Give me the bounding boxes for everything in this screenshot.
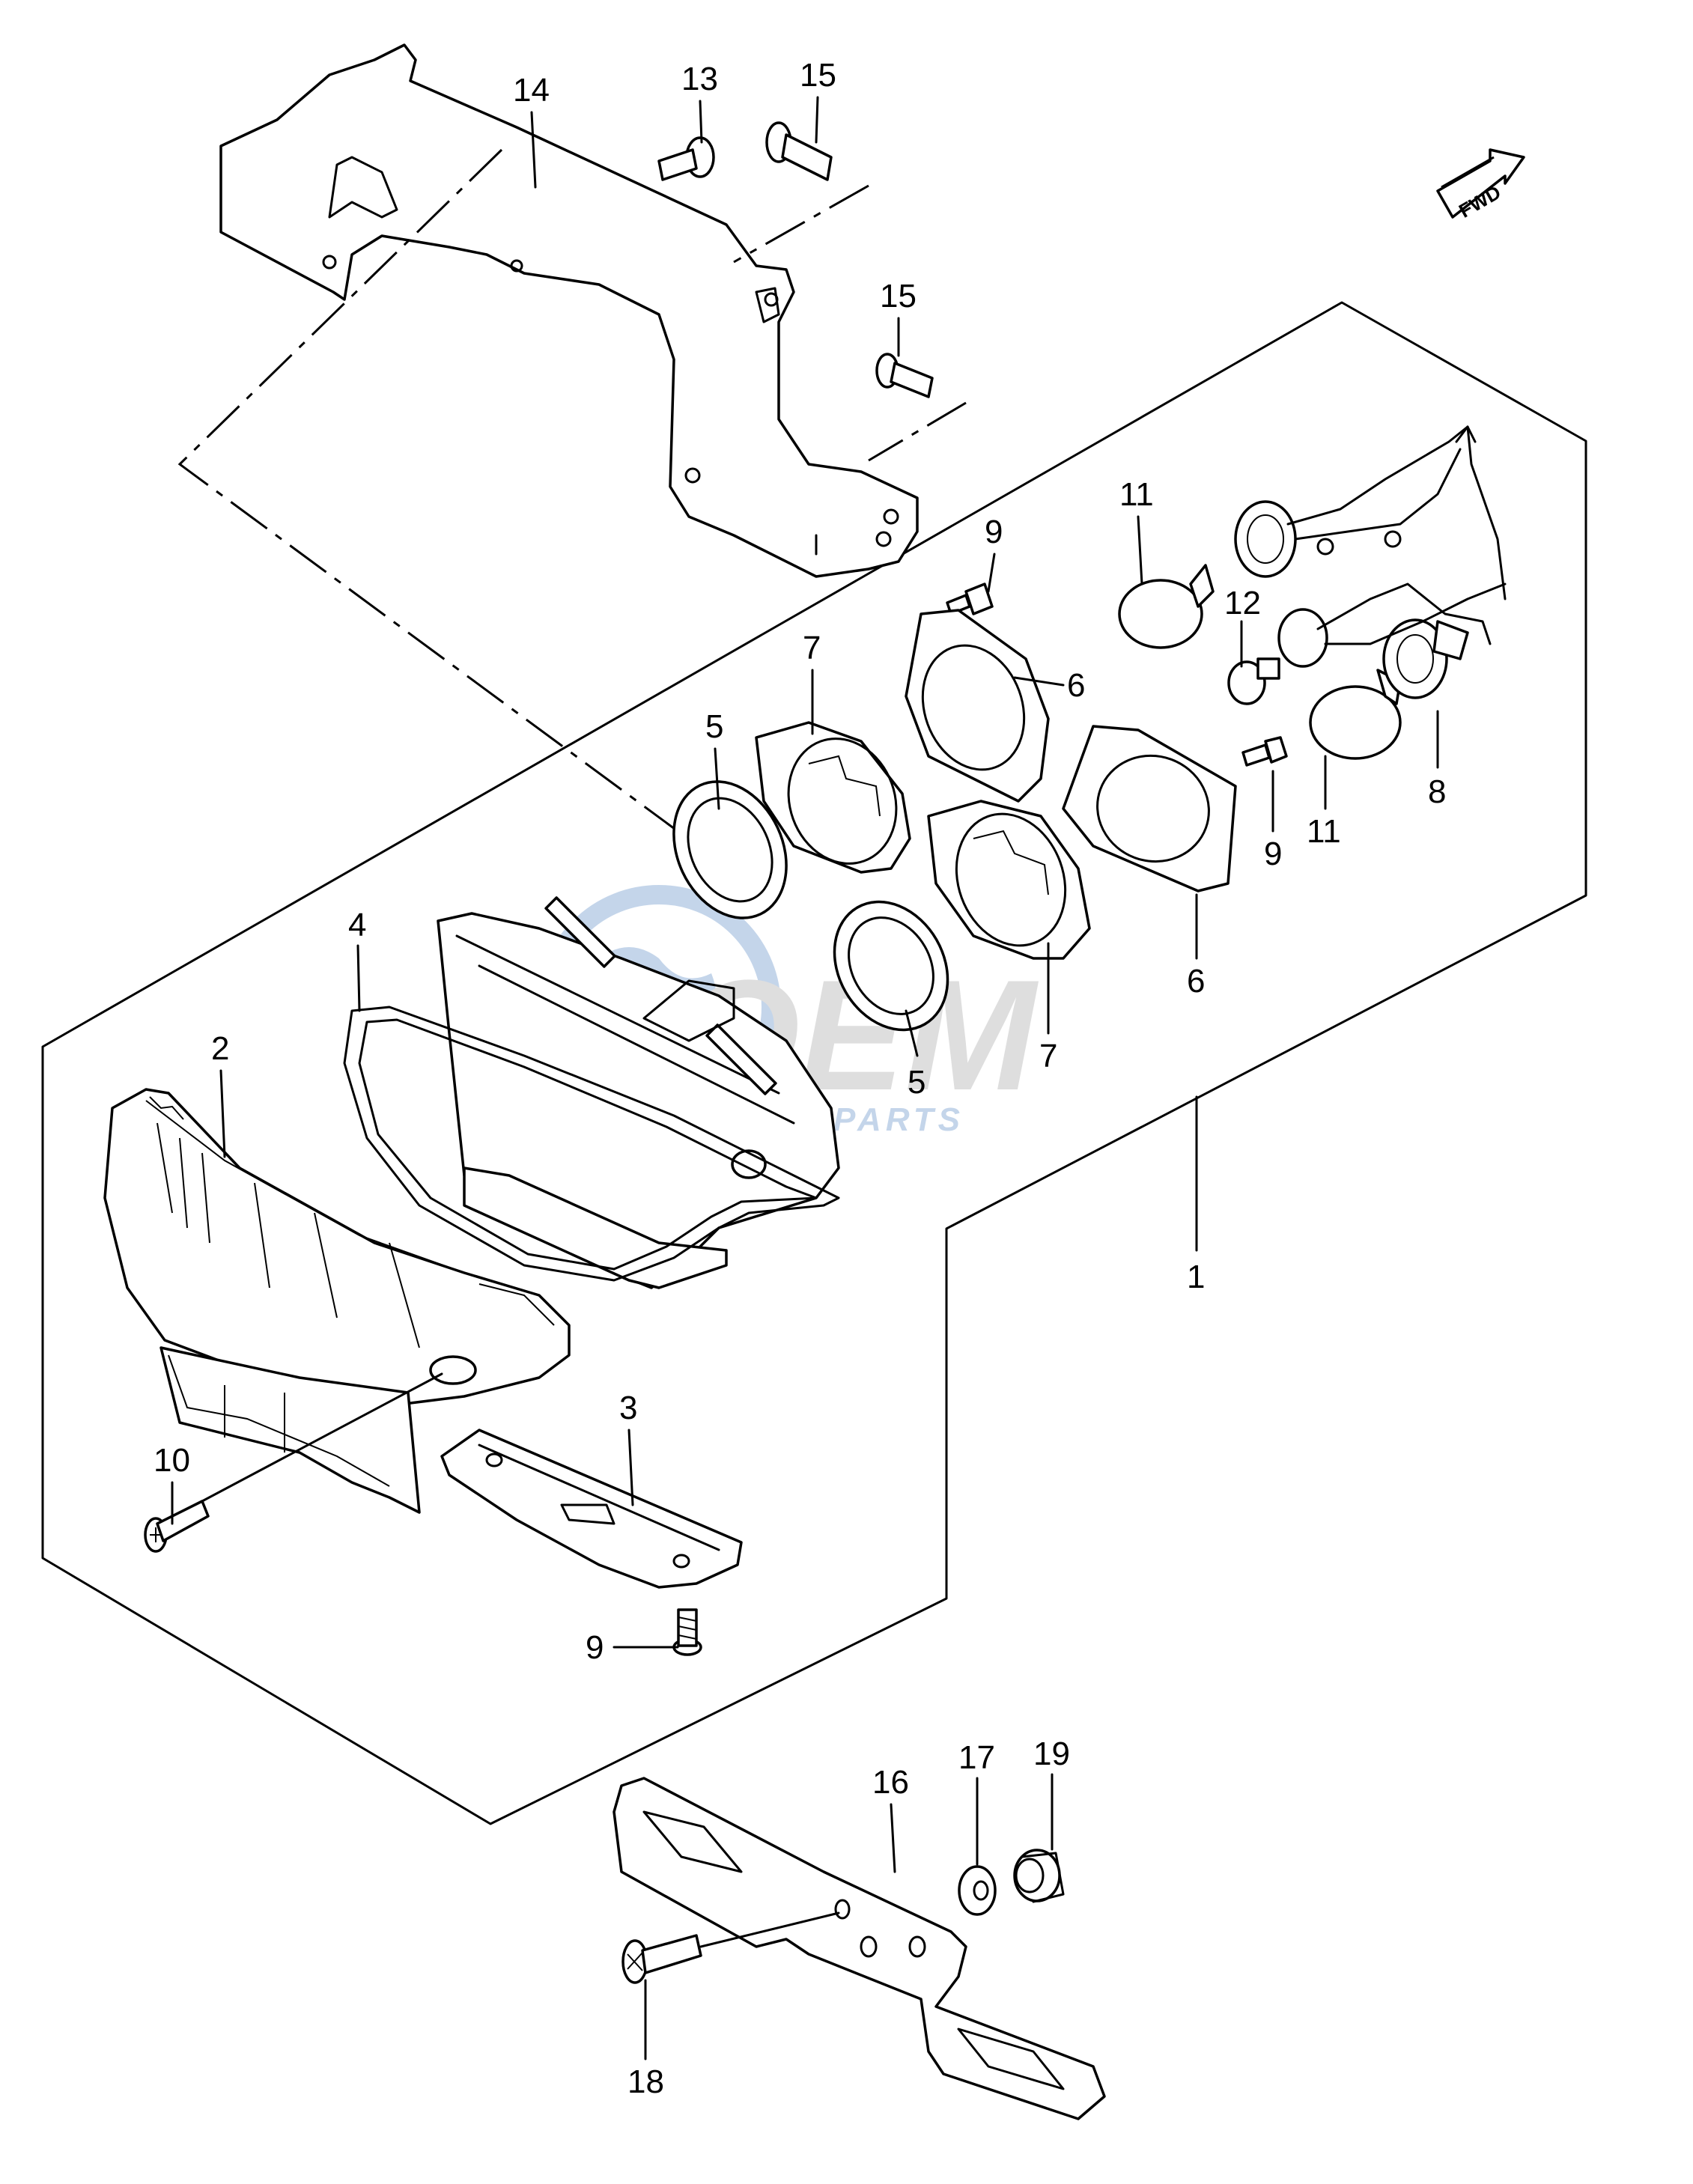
callout-6b: 6 [1187, 963, 1205, 1000]
callout-16: 16 [872, 1764, 909, 1801]
callout-8: 8 [1428, 773, 1446, 810]
screw-part-9c [672, 1608, 702, 1656]
ring-part-7b [927, 800, 1091, 960]
ring-part-5a [672, 780, 788, 919]
leader-dash-3 [868, 401, 967, 462]
gasket-part-6b [1062, 725, 1237, 892]
callout-17: 17 [958, 1739, 995, 1776]
callout-10: 10 [154, 1442, 190, 1479]
callout-3: 3 [619, 1390, 637, 1426]
callout-9b: 9 [1264, 836, 1282, 872]
socket-harness-part-8 [1234, 425, 1507, 699]
lens-part-2 [103, 1088, 571, 1514]
bulb-part-12 [1227, 657, 1280, 705]
leader-dash-2 [733, 184, 869, 264]
plate-part-3 [440, 1429, 743, 1589]
callout-labels: 1 2 3 4 5 5 6 6 7 7 8 9 9 9 10 11 11 12 … [154, 57, 1446, 2100]
leader-line-10 [201, 1372, 443, 1503]
ring-part-5b [833, 900, 949, 1032]
gasket-part-4 [343, 1006, 840, 1282]
callout-5a: 5 [705, 708, 723, 745]
screw-part-9a [946, 582, 994, 615]
callout-9c: 9 [586, 1629, 604, 1666]
callout-1: 1 [1187, 1259, 1205, 1295]
callout-9a: 9 [985, 514, 1003, 550]
screw-part-13 [657, 136, 715, 181]
fwd-arrow-icon: FWD [1436, 148, 1525, 222]
callout-15a: 15 [800, 57, 836, 94]
gasket-part-4-inner [358, 1018, 818, 1271]
bracket-part-16 [613, 1777, 1106, 2120]
callout-18: 18 [627, 2063, 664, 2100]
bracket-part-14 [219, 43, 919, 578]
callout-5b: 5 [908, 1064, 925, 1101]
callout-11b: 11 [1307, 813, 1341, 850]
nut-part-19 [1013, 1849, 1065, 1903]
callout-19: 19 [1033, 1736, 1070, 1772]
callout-2: 2 [211, 1030, 229, 1067]
callout-11a: 11 [1119, 476, 1154, 513]
washer-part-17 [958, 1865, 997, 1916]
screw-part-10 [144, 1500, 210, 1553]
screw-part-18 [621, 1911, 840, 1984]
callout-6a: 6 [1067, 667, 1085, 704]
callout-4: 4 [348, 907, 366, 943]
screw-part-15a [765, 121, 833, 181]
bulb-part-11b [1309, 669, 1402, 760]
screw-part-15b [875, 353, 934, 398]
callout-12: 12 [1224, 585, 1261, 621]
ring-part-7a [755, 721, 911, 874]
bulb-part-11a [1118, 564, 1215, 649]
callout-7b: 7 [1039, 1038, 1057, 1074]
callout-13: 13 [681, 61, 718, 97]
screw-part-9b [1241, 736, 1288, 767]
callout-15b: 15 [880, 278, 917, 314]
callout-14: 14 [513, 72, 550, 109]
callout-leaders [171, 96, 1439, 2060]
leader-dash-1 [177, 148, 750, 885]
callout-7a: 7 [803, 630, 821, 666]
gasket-part-6a [905, 609, 1050, 803]
assembly-outline [41, 301, 1587, 1825]
